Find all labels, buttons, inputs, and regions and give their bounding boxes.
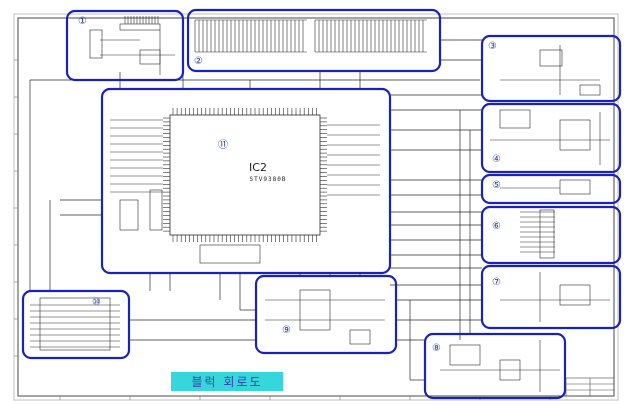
component: [199, 244, 261, 264]
component: [89, 29, 103, 59]
caption: 블럭 회로도: [171, 372, 283, 391]
block-9-label: ⑨: [282, 325, 291, 336]
component: [539, 49, 563, 67]
wiring: [29, 39, 482, 381]
block-6-label: ⑥: [492, 221, 501, 232]
block-2-outline: [186, 8, 442, 73]
block-1-label: ①: [78, 16, 87, 27]
block-4-outline: [480, 102, 622, 174]
block-2-label: ②: [194, 56, 203, 67]
connector: [119, 23, 161, 31]
ic-part-number: STV9380B: [250, 176, 287, 183]
component: [559, 284, 591, 306]
main-ic: IC2 STV9380B: [163, 108, 327, 242]
block-outlines: [21, 8, 622, 400]
ic-pins: [163, 108, 327, 242]
caption-background: [171, 372, 283, 391]
connector: [539, 209, 555, 259]
block-11-label: ⑪: [218, 139, 228, 151]
frame-grid-ticks: [14, 59, 551, 400]
component: [39, 297, 111, 351]
block-8-label: ⑧: [432, 343, 441, 354]
block-8-outline: [423, 332, 567, 400]
block-7-outline: [480, 264, 622, 330]
block-5-outline: [480, 173, 622, 205]
block-7-label: ⑦: [492, 277, 501, 288]
component: [119, 199, 139, 231]
block-labels: ① ② ③ ④ ⑤ ⑥ ⑦ ⑧ ⑨ ⑩ ⑪: [78, 16, 501, 354]
component: [559, 119, 591, 151]
component: [139, 49, 161, 65]
block-6-outline: [480, 205, 622, 265]
block-4-label: ④: [492, 154, 501, 165]
component: [299, 289, 331, 331]
component: [449, 344, 481, 366]
circuit-detail: [30, 16, 610, 392]
component: [559, 179, 591, 195]
caption-text: 블럭 회로도: [191, 375, 262, 389]
title-block: [565, 377, 615, 397]
ic-body: [169, 114, 321, 236]
block-10-outline: [21, 289, 131, 360]
drawing-border: [13, 13, 619, 401]
ic-label: IC2: [249, 161, 267, 174]
block-3-label: ③: [488, 41, 497, 52]
component: [499, 109, 531, 129]
block-9-outline: [254, 274, 398, 355]
block-3-outline: [480, 34, 622, 103]
block-1-outline: [65, 9, 185, 82]
block-11-outline: [100, 87, 392, 275]
block-10-label: ⑩: [92, 297, 101, 308]
component: [149, 189, 163, 231]
component: [579, 84, 601, 96]
block-5-label: ⑤: [492, 180, 501, 191]
component: [349, 329, 371, 345]
